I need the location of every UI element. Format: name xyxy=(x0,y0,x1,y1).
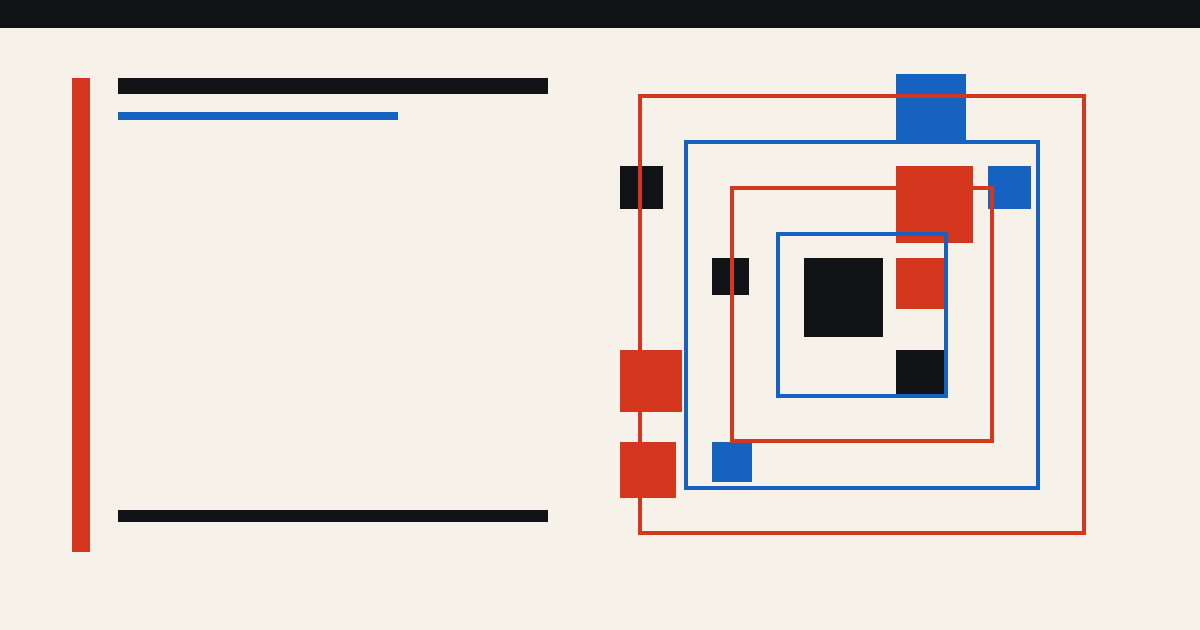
blue-block-right xyxy=(988,166,1031,209)
footer-placeholder-bar xyxy=(118,510,548,522)
inner-blue-frame xyxy=(776,232,948,398)
blue-block-top xyxy=(896,74,966,142)
red-block-left-lower xyxy=(620,442,676,498)
subtitle-placeholder-bar xyxy=(118,112,398,120)
blue-block-bottom xyxy=(712,442,752,482)
third-red-frame xyxy=(730,186,994,443)
red-block-left-middle xyxy=(620,350,682,412)
top-bar xyxy=(0,0,1200,28)
black-block-center xyxy=(804,258,883,337)
title-placeholder-bar xyxy=(118,78,548,94)
red-block-center xyxy=(896,258,944,309)
red-block-upper xyxy=(896,166,973,243)
black-block-lower xyxy=(896,350,944,394)
second-blue-frame xyxy=(684,140,1040,490)
outer-red-frame xyxy=(638,94,1086,535)
vertical-accent-rule xyxy=(72,78,90,552)
